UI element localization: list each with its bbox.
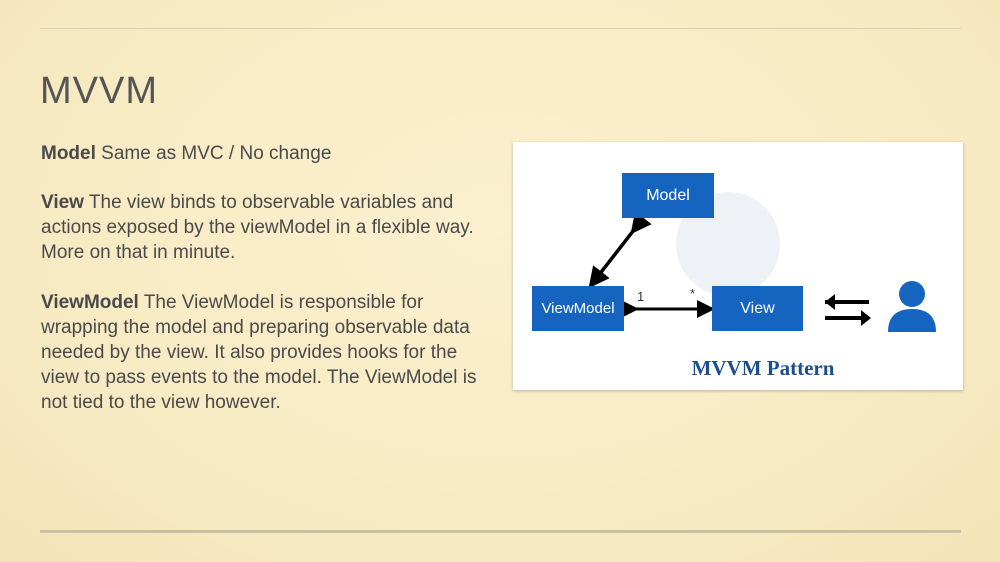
view-node: View xyxy=(712,286,803,331)
viewmodel-description: ViewModel The ViewModel is responsible f… xyxy=(41,290,491,415)
watermark-logo xyxy=(676,192,780,296)
diagram-arrows xyxy=(588,192,936,332)
bottom-divider xyxy=(40,530,961,533)
model-viewmodel-arrow xyxy=(588,211,652,289)
top-divider xyxy=(40,28,961,29)
slide-title: MVVM xyxy=(40,70,158,112)
model-term: Model xyxy=(41,143,96,164)
view-description: View The view binds to observable variab… xyxy=(41,190,491,265)
model-description: Model Same as MVC / No change xyxy=(41,141,491,166)
viewmodel-node: ViewModel xyxy=(532,286,624,331)
multiplicity-many: * xyxy=(690,286,696,301)
view-term: View xyxy=(41,192,84,213)
viewmodel-text: The ViewModel is responsible for wrappin… xyxy=(41,292,477,413)
multiplicity-one: 1 xyxy=(637,289,645,304)
view-text: The view binds to observable variables a… xyxy=(41,192,474,263)
diagram-caption: MVVM Pattern xyxy=(691,356,835,380)
viewmodel-term: ViewModel xyxy=(41,292,139,313)
double-arrow-icon xyxy=(825,294,871,326)
mvvm-diagram: Model ViewModel View 1 * MVVM Pattern xyxy=(513,142,963,390)
user-icon xyxy=(888,281,936,332)
model-node: Model xyxy=(622,173,714,218)
model-text: Same as MVC / No change xyxy=(95,143,332,164)
